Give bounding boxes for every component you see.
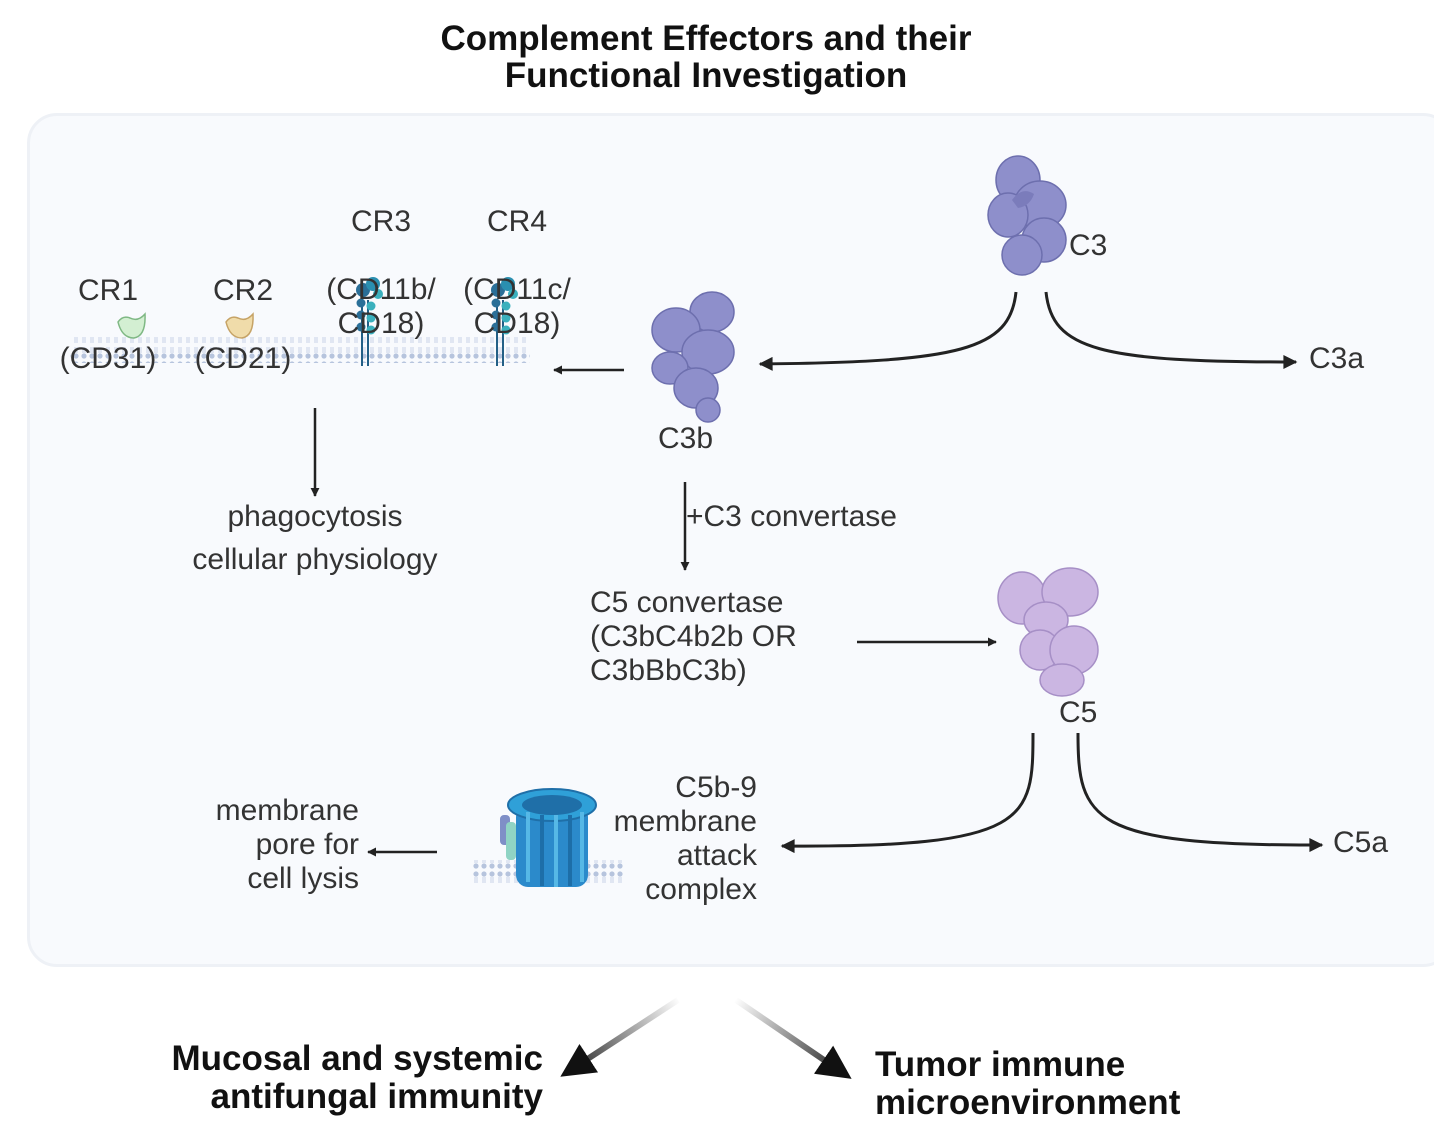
- arrow-c3-to-c3a: [1044, 291, 1298, 369]
- arrow-c5-to-c5a: [1076, 732, 1324, 853]
- c5a-label: C5a: [1333, 826, 1389, 859]
- cr1-label: CR1 (CD31): [50, 240, 166, 410]
- tumor-microenvironment-label: Tumor immune microenvironment: [875, 1045, 1181, 1122]
- cr2-label: CR2 (CD21): [186, 240, 300, 410]
- phagocytosis-label: phagocytosis: [227, 500, 403, 533]
- c5-label: C5: [1059, 696, 1098, 729]
- arrow-to-tumor-microenvironment: [734, 997, 852, 1079]
- c3b-label: C3b: [658, 422, 714, 455]
- title-line-2: Functional Investigation: [504, 56, 908, 95]
- cr3-name: CR3: [350, 205, 411, 238]
- mac-complex-icon: [500, 788, 597, 887]
- antifungal-immunity-label: Mucosal and systemic antifungal immunity: [171, 1039, 543, 1116]
- cr1-name: CR1: [77, 274, 138, 307]
- c3-convertase-label: +C3 convertase: [686, 500, 897, 533]
- cr1-receptor-icon: [117, 312, 146, 339]
- cr3-label: CR3 (CD11b/ CD18): [316, 171, 446, 375]
- cell-lysis-label: membrane pore for cell lysis: [215, 794, 359, 895]
- arrow-to-antifungal-immunity: [560, 997, 680, 1077]
- cellular-physiology-label: cellular physiology: [192, 543, 438, 576]
- c3-label: C3: [1069, 229, 1108, 262]
- cr3-detail: (CD11b/ CD18): [326, 273, 436, 340]
- cr4-detail: (CD11c/ CD18): [463, 273, 571, 340]
- cr4-integrin-icon: [491, 277, 518, 366]
- c3a-label: C3a: [1309, 342, 1365, 375]
- c3b-protein-icon: [651, 291, 735, 423]
- cr1-detail: (CD31): [59, 342, 157, 375]
- cr2-detail: (CD21): [194, 342, 292, 375]
- arrow-c3-to-c3b: [758, 291, 1018, 371]
- cr4-name: CR4: [486, 205, 547, 238]
- cr2-receptor-icon: [225, 312, 254, 339]
- title-line-1: Complement Effectors and their: [440, 19, 972, 58]
- c3-protein-icon: [987, 155, 1067, 276]
- cr3-integrin-icon: [356, 277, 383, 366]
- arrow-c5-to-mac: [780, 732, 1035, 854]
- pathway-panel: [27, 113, 1434, 967]
- diagram-title: Complement Effectors and their Functiona…: [0, 20, 1412, 94]
- cr2-name: CR2: [212, 274, 273, 307]
- mac-label: C5b-9 membrane attack complex: [613, 771, 757, 906]
- cr4-label: CR4 (CD11c/ CD18): [452, 171, 582, 375]
- cell-membrane-top: [70, 337, 530, 363]
- c5-convertase-label: C5 convertase (C3bC4b2b OR C3bBbC3b): [590, 586, 797, 687]
- c5-protein-icon: [997, 567, 1099, 697]
